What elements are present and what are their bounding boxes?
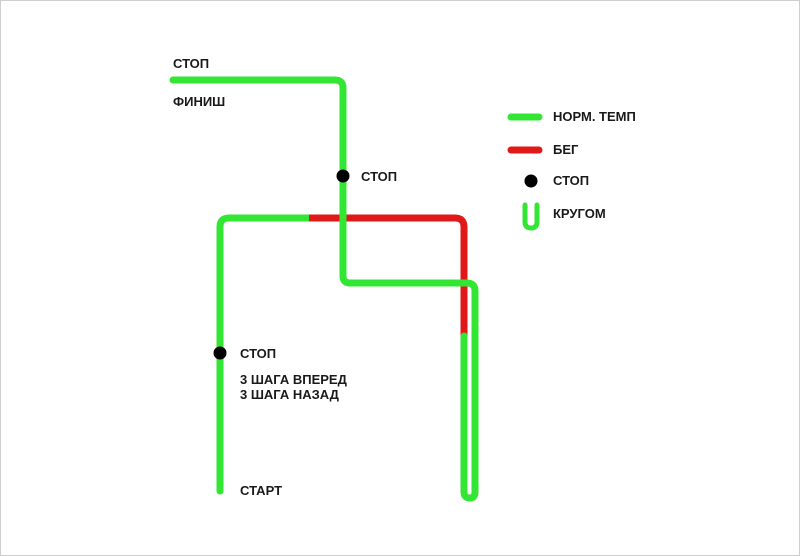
black-dot-icon (524, 174, 538, 188)
start-label: СТАРТ (240, 483, 283, 498)
legend-run-label: БЕГ (553, 142, 579, 157)
legend-normal-pace-label: НОРМ. ТЕМП (553, 109, 636, 124)
route-stop-dot-mid (336, 169, 350, 183)
route-run-segment (309, 214, 468, 336)
mid-stop-label: СТОП (361, 169, 398, 184)
legend-turn-around-label: КРУГОМ (553, 206, 606, 221)
legend-stop-label: СТОП (553, 173, 590, 188)
route-stop-dot-left (213, 346, 227, 360)
top-stop-label: СТОП (173, 56, 210, 71)
steps-back-label: 3 ШАГА НАЗАД (240, 387, 339, 402)
route-normal-segment-uturn (169, 76, 479, 502)
finish-label: ФИНИШ (173, 94, 226, 109)
route-normal-segment-start (216, 214, 313, 495)
left-stop-label: СТОП (240, 346, 277, 361)
u-turn-icon (522, 202, 540, 231)
steps-forward-label: 3 ШАГА ВПЕРЕД (240, 372, 347, 387)
